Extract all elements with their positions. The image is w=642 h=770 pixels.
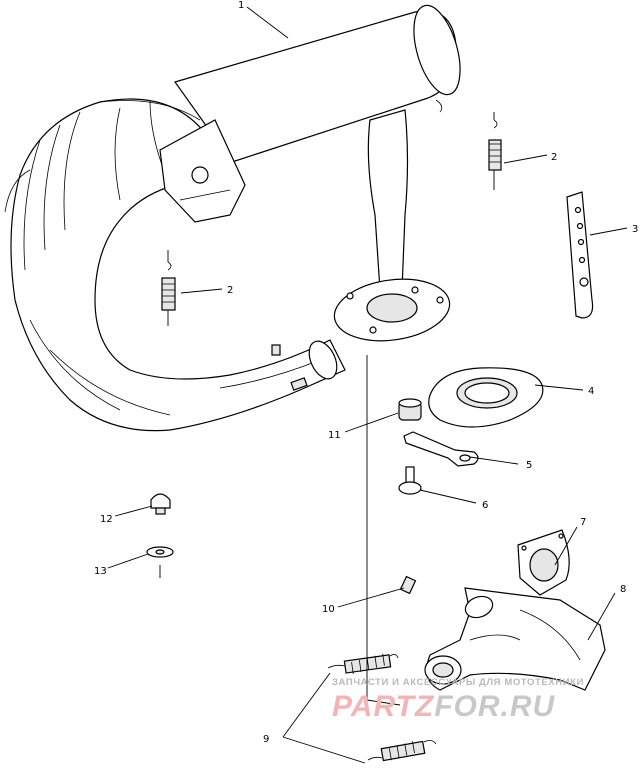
callout-13: 13 (94, 566, 107, 577)
watermark-brand-right: FOR.RU (434, 690, 556, 723)
flange-gasket-part-7 (517, 529, 570, 596)
callout-12: 12 (100, 514, 113, 525)
cap-part-12 (150, 493, 171, 515)
callout-11: 11 (328, 430, 341, 441)
callout-10: 10 (322, 604, 335, 615)
callout-9: 9 (263, 734, 269, 745)
callout-1: 1 (238, 0, 244, 11)
leader-lines (107, 6, 628, 764)
callout-6: 6 (482, 500, 488, 511)
assembly-centerline-offset (366, 699, 401, 706)
bracket-plate-part-5 (403, 431, 479, 467)
watermark-brand: PARTZFOR.RU (332, 690, 555, 724)
callout-3: 3 (632, 224, 638, 235)
watermark-brand-left: PARTZ (332, 690, 435, 723)
washer-part-13 (146, 546, 174, 578)
spring-part-9-lower (367, 740, 437, 762)
callout-4: 4 (588, 386, 594, 397)
bolt-part-6 (398, 466, 422, 495)
spring-part-9-upper (327, 653, 399, 675)
bushing-part-11 (398, 398, 422, 421)
spring-part-2-lower (161, 250, 176, 326)
callout-2-upper: 2 (551, 152, 557, 163)
callout-2-lower: 2 (227, 285, 233, 296)
stud-part-10 (399, 575, 417, 595)
exhaust-manifold-part-8 (424, 587, 606, 691)
bracket-strap-part-3 (566, 191, 594, 319)
exhaust-pipe-part-1 (4, 4, 461, 432)
watermark-caption: ЗАПЧАСТИ И АКСЕССУАРЫ ДЛЯ МОТОТЕХНИКИ (332, 677, 584, 688)
spring-part-2-upper (488, 112, 502, 190)
callout-5: 5 (526, 460, 532, 471)
gasket-ring-part-4 (428, 367, 544, 428)
watermark: ЗАПЧАСТИ И АКСЕССУАРЫ ДЛЯ МОТОТЕХНИКИ PA… (332, 677, 632, 737)
callout-7: 7 (580, 517, 586, 528)
callout-8: 8 (620, 584, 626, 595)
